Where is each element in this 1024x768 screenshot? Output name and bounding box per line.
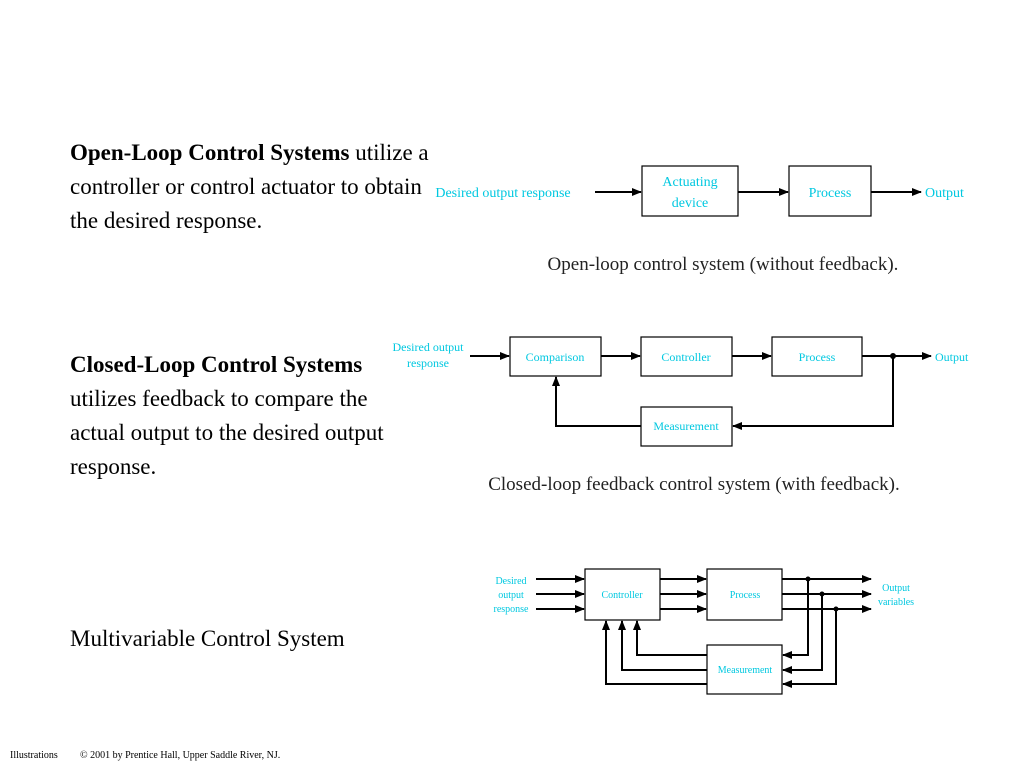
- closed-process-box: [771, 336, 863, 377]
- closed-controller-label: Controller: [661, 350, 710, 364]
- closed-loop-body: utilizes feedback to compare the actual …: [70, 386, 384, 479]
- multi-input-label-line3: response: [494, 604, 530, 615]
- footer-illustrations: Illustrations: [10, 750, 58, 761]
- closed-controller-box: [640, 336, 733, 377]
- open-input-label: Desired output response: [435, 186, 570, 201]
- open-loop-diagram: Desired output response Actuating device…: [435, 165, 964, 275]
- multi-feedback-in-1: [782, 579, 809, 659]
- open-output-label: Output: [925, 186, 964, 201]
- closed-output-label: Output: [935, 350, 969, 364]
- open-loop-heading: Open-Loop Control Systems: [70, 140, 350, 165]
- multivariable-diagram: Desired output response Controller Proce…: [494, 568, 914, 695]
- multi-output-label-line1: Output: [882, 583, 910, 594]
- open-loop-description: Open-Loop Control Systems utilize a cont…: [70, 136, 430, 238]
- comparison-box: [509, 336, 602, 377]
- multi-controller-box: [584, 568, 661, 621]
- closed-loop-heading: Closed-Loop Control Systems: [70, 352, 363, 377]
- multi-measurement-box: [706, 644, 783, 695]
- open-process-box: [788, 165, 872, 217]
- multi-process-box: [706, 568, 783, 621]
- measurement-box: [640, 406, 733, 447]
- multi-feedback-out-3: [602, 620, 707, 685]
- multi-output-label-line2: variables: [878, 597, 914, 608]
- multi-controller-label: Controller: [601, 590, 643, 601]
- open-loop-caption: Open-loop control system (without feedba…: [548, 254, 899, 275]
- multi-feedback-in-3: [782, 609, 837, 688]
- multi-feedback-out-1: [633, 620, 707, 656]
- multi-input-label-line1: Desired: [495, 576, 526, 587]
- closed-loop-description: Closed-Loop Control Systems utilizes fee…: [70, 348, 410, 484]
- closed-process-label: Process: [799, 350, 836, 364]
- closed-input-label-line2: response: [407, 356, 449, 370]
- actuating-label-line2: device: [672, 196, 709, 211]
- multi-feedback-out-2: [618, 620, 707, 671]
- multi-measurement-label: Measurement: [718, 665, 773, 676]
- closed-loop-caption: Closed-loop feedback control system (wit…: [488, 474, 900, 495]
- footer-copyright: © 2001 by Prentice Hall, Upper Saddle Ri…: [80, 750, 281, 761]
- open-loop-body: utilize a controller or control actuator…: [70, 140, 429, 233]
- actuating-label-line1: Actuating: [662, 175, 717, 190]
- multi-process-label: Process: [730, 590, 761, 601]
- multivariable-heading: Multivariable Control System: [70, 626, 345, 651]
- measurement-label: Measurement: [653, 419, 719, 433]
- actuating-device-box: [641, 165, 739, 217]
- feedback-path-to-comparison: [552, 376, 641, 427]
- multi-feedback-in-2: [782, 594, 823, 674]
- feedback-path-to-measurement: [732, 356, 894, 430]
- closed-loop-diagram: Desired output response Comparison Contr…: [393, 336, 969, 495]
- closed-input-label-line1: Desired output: [393, 340, 465, 354]
- open-process-label: Process: [809, 186, 852, 201]
- comparison-label: Comparison: [526, 350, 585, 364]
- multi-input-label-line2: output: [498, 590, 524, 601]
